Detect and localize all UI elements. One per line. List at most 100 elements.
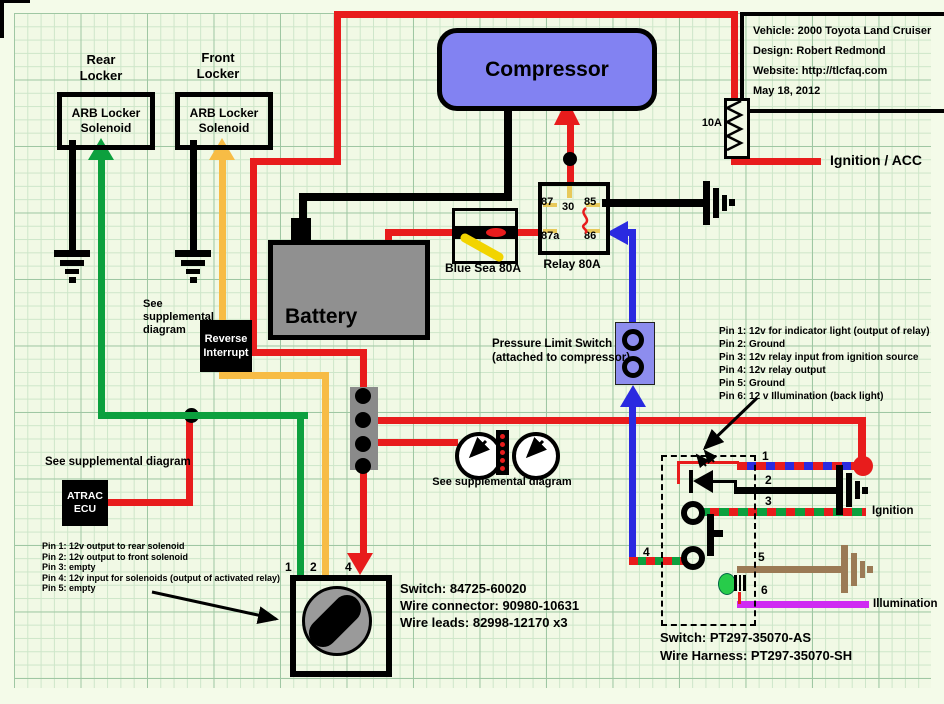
wire-relay-85-ground — [602, 199, 703, 207]
atrac-label: ATRAC — [67, 490, 103, 502]
wire-front-locker-horizontal — [219, 372, 329, 379]
connector-pin-4: 4 — [643, 545, 650, 559]
wire-block-to-connector — [363, 417, 862, 424]
switch-kit-part: Switch: PT297-35070-AS — [660, 630, 812, 645]
ground-symbol — [855, 481, 860, 499]
gauge-right — [512, 432, 560, 480]
relay-pin-87: 87 — [541, 196, 554, 208]
info-box: Vehicle: 2000 Toyota Land Cruiser Design… — [740, 12, 944, 113]
wire-feed-horizontal — [250, 349, 367, 356]
bulb-filament — [734, 575, 737, 591]
wire-front-solenoid-ground — [190, 140, 197, 252]
relay-pin-85: 85 — [584, 196, 597, 208]
battery-box: Battery — [268, 240, 430, 340]
wire-connector-pin4-striped — [629, 557, 684, 565]
pressure-terminal — [622, 356, 644, 378]
connector-pin-2: 2 — [765, 473, 772, 487]
wire-switch-to-pressure — [629, 405, 636, 561]
page-edge-mark — [0, 0, 30, 3]
wire-compressor-negative-v — [504, 100, 512, 197]
compressor-box: Compressor — [437, 28, 657, 111]
wire-rear-locker-vertical — [98, 158, 105, 419]
rotary-pin-note: Pin 1: 12v output to rear solenoid — [42, 541, 185, 551]
ground-symbol-brown — [867, 566, 873, 573]
switch-contact-ring — [681, 501, 705, 525]
wire-connector-pin1-striped — [737, 462, 855, 470]
arrow-into-rotary-switch — [347, 553, 373, 575]
wire-connector-pin5-ground — [737, 566, 843, 573]
rotary-pin-note: Pin 3: empty — [42, 562, 96, 572]
connector-pin-note: Pin 3: 12v relay input from ignition sou… — [719, 352, 919, 363]
ground-symbol — [186, 269, 200, 274]
connector-pin-6: 6 — [761, 583, 768, 597]
wire-bulb-thin — [738, 592, 741, 604]
rotary-pin-note: Pin 2: 12v output to front solenoid — [42, 551, 188, 562]
reverse-interrupt-box: Reverse Interrupt — [200, 320, 252, 372]
arb-label: Solenoid — [80, 121, 132, 135]
gauge-connector-pin — [500, 458, 505, 463]
front-locker-label: Locker — [196, 66, 240, 81]
reverse-interrupt-label: Reverse — [204, 333, 248, 345]
grid-paper — [14, 13, 931, 688]
ground-symbol — [846, 473, 852, 507]
info-vehicle: Vehicle: 2000 Toyota Land Cruiser — [753, 25, 932, 37]
relay-contact — [586, 203, 600, 207]
ground-symbol — [862, 487, 868, 494]
relay-contact — [543, 203, 557, 207]
bulb-filament — [743, 575, 746, 591]
switch-lever — [714, 530, 723, 537]
rear-locker-label: Locker — [79, 68, 123, 83]
wire-connector-drop — [858, 417, 866, 462]
wire-ignition-acc-stub — [731, 158, 821, 165]
info-website: Website: http://tlcfaq.com — [753, 65, 888, 77]
connector-pin-1: 1 — [762, 449, 769, 463]
wire-ignition-top-run — [334, 11, 738, 18]
ground-symbol — [190, 277, 197, 283]
connector-pin-note: Pin 5: Ground — [719, 378, 786, 389]
wire-front-locker-to-switch — [322, 372, 329, 575]
compressor-label: Compressor — [485, 57, 609, 81]
ground-symbol-brown — [860, 561, 865, 578]
wire-feed-vertical — [250, 158, 257, 356]
gauge-connector-pin — [500, 466, 505, 471]
connector-pin-note: Pin 2: Ground — [719, 339, 786, 350]
terminal-dot — [355, 412, 371, 428]
relay-pin-86: 86 — [584, 230, 597, 242]
switch-part-number: Wire leads: 82998-12170 x3 — [400, 615, 568, 630]
arb-label: Solenoid — [198, 121, 250, 135]
rotary-pin-2: 2 — [310, 560, 317, 574]
rotary-pin-note: Pin 5: empty — [42, 583, 96, 593]
connector-pin-note: Pin 6: 12 v Illumination (back light) — [719, 391, 884, 402]
fuse-10a-label: 10A — [701, 117, 722, 129]
wire-led-thin — [677, 461, 680, 484]
page-edge-mark — [0, 0, 4, 38]
atrac-label: ECU — [73, 503, 97, 515]
wire-front-locker-vertical — [219, 158, 226, 320]
front-arb-solenoid-box: ARB Locker Solenoid — [175, 92, 273, 150]
switch-part-number: Switch: 84725-60020 — [400, 581, 527, 596]
wire-led-return — [711, 480, 737, 483]
wire-ignition-left-drop — [334, 11, 341, 165]
pressure-switch-label: (attached to compressor) — [492, 352, 631, 364]
ground-symbol-brown — [841, 545, 848, 593]
arb-label: ARB Locker — [71, 106, 141, 120]
arrow-into-pressure-switch — [620, 385, 646, 407]
see-supplemental-note: See — [143, 298, 163, 310]
relay-contact — [586, 229, 600, 233]
rotary-switch-box — [290, 575, 392, 677]
ground-symbol-brown — [851, 553, 857, 586]
junction-dot — [563, 152, 577, 166]
connector-pin-note: Pin 1: 12v for indicator light (output o… — [719, 326, 930, 337]
ground-symbol — [60, 260, 84, 266]
relay-contact — [543, 229, 557, 233]
terminal-dot — [355, 436, 371, 452]
wire-rear-locker-horizontal — [98, 412, 308, 419]
see-supplemental-note: supplemental — [143, 311, 214, 323]
harness-kit-part: Wire Harness: PT297-35070-SH — [660, 648, 853, 663]
junction-dot-red — [853, 456, 873, 476]
rotary-pin-1: 1 — [285, 560, 292, 574]
connector-pin-note: Pin 4: 12v relay output — [719, 365, 826, 376]
wire-atrac-vertical — [186, 418, 193, 506]
terminal-dot — [355, 458, 371, 474]
rear-arb-solenoid-box: ARB Locker Solenoid — [57, 92, 155, 150]
